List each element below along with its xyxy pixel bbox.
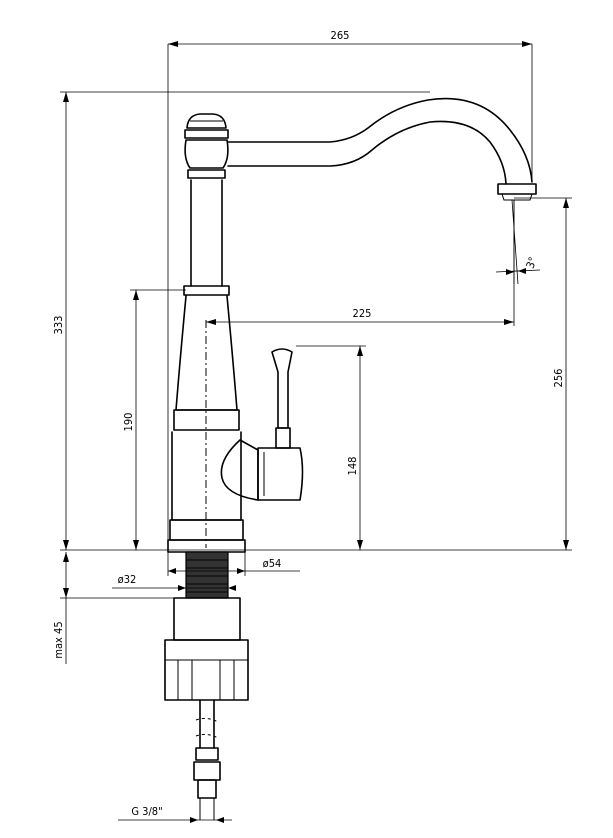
dimension-overall-reach: 265 bbox=[167, 29, 533, 550]
mounting-shank bbox=[164, 539, 249, 820]
dimension-lever-height: 148 bbox=[296, 345, 366, 550]
spout-reach-label: 225 bbox=[353, 307, 372, 320]
overall-height-label: 333 bbox=[52, 316, 65, 335]
dimension-base-diameter: ø54 bbox=[167, 552, 300, 576]
angle-label: 3° bbox=[524, 255, 540, 270]
dimension-shank-diameter: ø32 bbox=[112, 573, 236, 591]
dimension-overall-height: 333 bbox=[52, 91, 430, 550]
dimension-spout-reach: 225 bbox=[206, 200, 515, 326]
dimension-spout-clearance: 256 bbox=[514, 197, 572, 550]
faucet-body bbox=[169, 113, 244, 548]
overall-reach-label: 265 bbox=[331, 29, 350, 42]
dimension-max-countertop: max 45 bbox=[52, 552, 174, 664]
spout-clearance-label: 256 bbox=[552, 369, 565, 388]
dimension-hose-thread: G 3/8" bbox=[118, 805, 232, 823]
lever-handle bbox=[220, 348, 304, 501]
shank-diameter-label: ø32 bbox=[118, 573, 137, 586]
lever-height-label: 148 bbox=[346, 457, 359, 476]
spout bbox=[227, 97, 537, 201]
base-diameter-label: ø54 bbox=[263, 557, 282, 570]
handle-base-height-label: 190 bbox=[122, 413, 135, 432]
dimension-angle: 3° bbox=[495, 199, 541, 285]
dimension-handle-base-height: 190 bbox=[122, 289, 186, 550]
max-countertop-label: max 45 bbox=[52, 621, 65, 658]
hose-thread-label: G 3/8" bbox=[131, 805, 162, 818]
